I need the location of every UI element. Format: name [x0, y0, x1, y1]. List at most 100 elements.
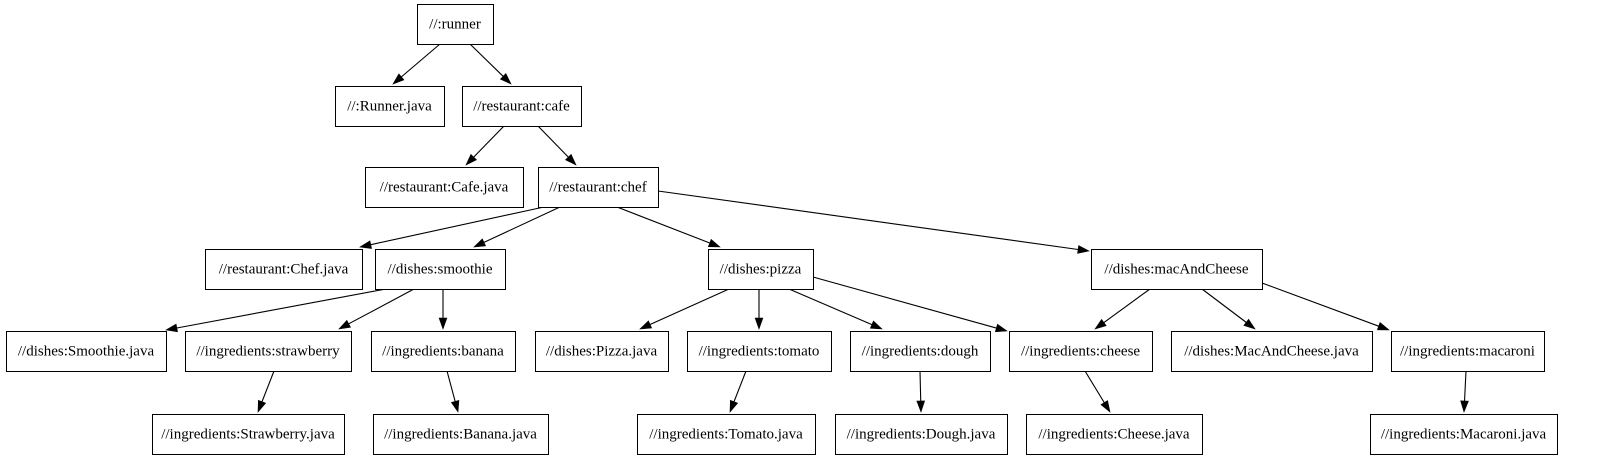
- graph-node-ing_tomato[interactable]: //ingredients:tomato: [687, 331, 832, 372]
- node-box[interactable]: [637, 414, 816, 455]
- node-box[interactable]: [687, 331, 832, 372]
- graph-edge: [465, 125, 505, 166]
- node-box[interactable]: [1026, 414, 1203, 455]
- edge-line-dishes_mac-to-ing_cheese: [1103, 288, 1151, 323]
- graph-edge: [359, 206, 545, 249]
- graph-edge: [392, 43, 441, 85]
- arrowhead-icon: [359, 240, 372, 249]
- arrowhead-icon: [499, 73, 512, 85]
- node-box[interactable]: [1391, 331, 1545, 372]
- node-box[interactable]: [375, 249, 506, 290]
- graph-edge: [639, 288, 730, 330]
- node-box[interactable]: [417, 4, 494, 45]
- graph-node-ing_macaroni[interactable]: //ingredients:macaroni: [1391, 331, 1545, 372]
- node-label: //ingredients:Banana.java: [384, 426, 537, 442]
- node-label: //restaurant:chef: [549, 179, 646, 195]
- node-box[interactable]: [462, 86, 582, 127]
- node-box[interactable]: [335, 86, 445, 127]
- edge-line-runner-to-restaurant_cafe: [469, 43, 504, 77]
- node-box[interactable]: [708, 249, 814, 290]
- graph-edge: [729, 370, 747, 413]
- arrowhead-icon: [473, 238, 487, 248]
- graph-edge: [446, 370, 460, 413]
- node-label: //restaurant:cafe: [473, 98, 570, 114]
- arrowhead-icon: [994, 323, 1008, 333]
- graph-edge: [1084, 370, 1111, 413]
- node-label: //dishes:smoothie: [388, 261, 493, 277]
- graph-node-ing_strawberry[interactable]: //ingredients:strawberry: [185, 331, 352, 372]
- node-box[interactable]: [1370, 414, 1558, 455]
- graph-edge: [1261, 282, 1390, 331]
- node-box[interactable]: [6, 331, 167, 372]
- graph-node-runner[interactable]: //:runner: [417, 4, 494, 45]
- edge-line-restaurant_chef-to-dishes_smoothie: [483, 206, 561, 243]
- graph-node-dishes_pizza[interactable]: //dishes:pizza: [708, 249, 814, 290]
- node-box[interactable]: [365, 167, 524, 208]
- arrowhead-icon: [392, 73, 405, 85]
- graph-node-dishes_smoothie[interactable]: //dishes:smoothie: [375, 249, 506, 290]
- graph-node-banana_java[interactable]: //ingredients:Banana.java: [373, 414, 549, 455]
- node-box[interactable]: [1091, 249, 1263, 290]
- node-box[interactable]: [373, 414, 549, 455]
- arrowhead-icon: [165, 323, 178, 333]
- graph-node-ing_dough[interactable]: //ingredients:dough: [850, 331, 991, 372]
- edge-line-dishes_mac-to-mac_java: [1201, 288, 1247, 323]
- graph-edge: [537, 125, 577, 166]
- node-box[interactable]: [835, 414, 1008, 455]
- arrowhead-icon: [1077, 245, 1090, 254]
- edge-line-dishes_mac-to-ing_macaroni: [1261, 282, 1379, 327]
- node-box[interactable]: [371, 331, 516, 372]
- graph-node-ing_cheese[interactable]: //ingredients:cheese: [1009, 331, 1153, 372]
- node-label: //dishes:pizza: [720, 261, 802, 277]
- edge-line-restaurant_cafe-to-restaurant_chef: [537, 125, 569, 158]
- edge-line-ing_cheese-to-cheese_java: [1084, 370, 1105, 403]
- edge-line-restaurant_cafe-to-cafe_java: [473, 125, 505, 158]
- edge-line-ing_dough-to-dough_java: [919, 370, 922, 402]
- graph-edge: [165, 288, 387, 333]
- edge-line-dishes_pizza-to-ing_dough: [788, 288, 873, 326]
- arrowhead-icon: [707, 238, 721, 248]
- node-box[interactable]: [185, 331, 352, 372]
- graph-edge: [438, 289, 448, 330]
- graph-node-restaurant_cafe[interactable]: //restaurant:cafe: [462, 86, 582, 127]
- graph-edge: [754, 289, 764, 330]
- graph-node-restaurant_chef[interactable]: //restaurant:chef: [538, 167, 659, 208]
- node-box[interactable]: [205, 249, 363, 290]
- node-box[interactable]: [535, 331, 669, 372]
- arrowhead-icon: [916, 400, 926, 413]
- node-box[interactable]: [1009, 331, 1153, 372]
- arrowhead-icon: [1460, 400, 1469, 413]
- graph-node-smoothie_java[interactable]: //dishes:Smoothie.java: [6, 331, 167, 372]
- graph-edge: [788, 288, 883, 330]
- arrowhead-icon: [465, 153, 477, 166]
- graph-node-dishes_mac[interactable]: //dishes:macAndCheese: [1091, 249, 1263, 290]
- graph-node-cafe_java[interactable]: //restaurant:Cafe.java: [365, 167, 524, 208]
- node-label: //dishes:MacAndCheese.java: [1184, 343, 1359, 359]
- graph-node-chef_java[interactable]: //restaurant:Chef.java: [205, 249, 363, 290]
- graph-node-ing_banana[interactable]: //ingredients:banana: [371, 331, 516, 372]
- node-box[interactable]: [1171, 331, 1373, 372]
- graph-node-runner_java[interactable]: //:Runner.java: [335, 86, 445, 127]
- edge-line-dishes_smoothie-to-smoothie_java: [176, 288, 387, 329]
- graph-node-macaroni_java[interactable]: //ingredients:Macaroni.java: [1370, 414, 1558, 455]
- node-label: //ingredients:dough: [862, 343, 979, 359]
- node-label: //ingredients:banana: [382, 343, 504, 359]
- node-box[interactable]: [152, 414, 345, 455]
- graph-node-tomato_java[interactable]: //ingredients:Tomato.java: [637, 414, 816, 455]
- graph-node-cheese_java[interactable]: //ingredients:Cheese.java: [1026, 414, 1203, 455]
- graph-edge: [916, 370, 926, 413]
- node-box[interactable]: [850, 331, 991, 372]
- node-label: //:Runner.java: [347, 98, 432, 114]
- graph-node-mac_java[interactable]: //dishes:MacAndCheese.java: [1171, 331, 1373, 372]
- graph-edge: [1094, 288, 1151, 330]
- edge-line-runner-to-runner_java: [401, 43, 441, 78]
- node-label: //ingredients:Strawberry.java: [161, 426, 335, 442]
- graph-node-dough_java[interactable]: //ingredients:Dough.java: [835, 414, 1008, 455]
- graph-node-pizza_java[interactable]: //dishes:Pizza.java: [535, 331, 669, 372]
- edge-line-dishes_pizza-to-ing_cheese: [812, 276, 997, 329]
- graph-node-strawberry_java[interactable]: //ingredients:Strawberry.java: [152, 414, 345, 455]
- arrowhead-icon: [1100, 400, 1111, 413]
- node-box[interactable]: [538, 167, 659, 208]
- edge-line-restaurant_chef-to-dishes_mac: [657, 190, 1079, 251]
